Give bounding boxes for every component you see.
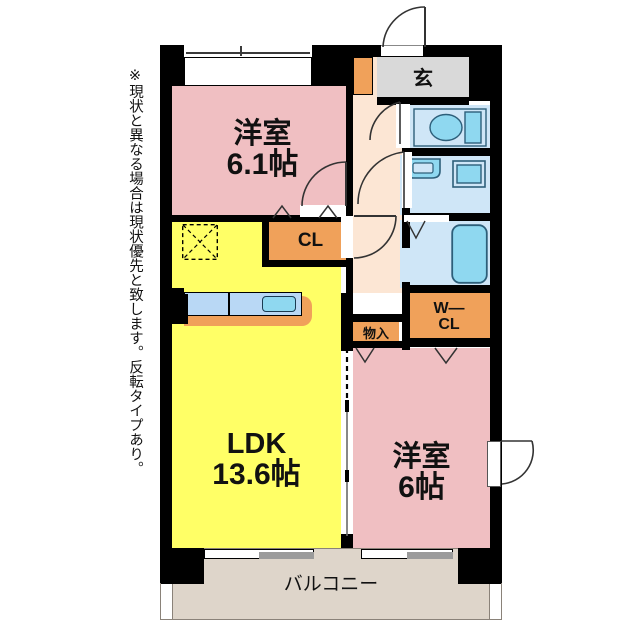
wall-walkin-closet-left xyxy=(402,293,409,346)
storage-closet: 物入 xyxy=(353,322,399,344)
bay-window-rail xyxy=(186,52,310,54)
balcony-outline-left xyxy=(160,583,161,620)
room-bedroom-upper: 洋室 6.1帖 xyxy=(172,85,353,215)
room-ldk: LDK 13.6帖 xyxy=(172,222,341,548)
wall-bedroom-upper-bottom xyxy=(160,215,353,222)
storage-closet-door-fold xyxy=(355,347,375,364)
room-name: 洋室 xyxy=(392,441,451,474)
wall-toilet-bottom xyxy=(402,148,502,156)
room-name: 洋室 xyxy=(233,118,292,151)
wall-closet-cl-bottom xyxy=(262,260,353,267)
stove-block xyxy=(172,294,188,324)
kitchen-sink-icon xyxy=(262,296,296,312)
bathroom-door-fold xyxy=(406,220,426,240)
washroom-door-swing xyxy=(356,150,406,210)
ldk-door-swing xyxy=(352,214,398,262)
wall-outer-left xyxy=(160,45,172,560)
balcony: バルコニー xyxy=(172,548,490,620)
toilet-icon xyxy=(413,108,487,147)
wall-outer-top-bay-right xyxy=(312,45,353,86)
kitchen-counter-divider xyxy=(228,292,230,316)
wall-balcony-right xyxy=(458,548,502,584)
bedroom-lower-door-swing xyxy=(500,438,535,490)
room-size: 6帖 xyxy=(398,471,445,505)
wall-kitchen-nub xyxy=(160,288,184,298)
wash-basin-icon xyxy=(404,158,442,180)
bathroom-door-opening[interactable] xyxy=(404,215,449,222)
wall-ldk-bedroom-divider xyxy=(341,293,353,351)
closet-cl-door-fold-right xyxy=(318,204,338,219)
sliding-window-bedroom-panel xyxy=(407,552,453,559)
room-bedroom-lower: 洋室 6帖 xyxy=(353,348,490,548)
sliding-partition-ldk-bedroom xyxy=(345,348,349,536)
wall-storage-bottom xyxy=(346,341,402,348)
entrance-tile: 玄 xyxy=(377,57,469,101)
wall-outer-top-left xyxy=(160,45,184,86)
room-label-bedroom-upper: 洋室 6.1帖 xyxy=(227,119,299,181)
wall-storage-top xyxy=(346,314,402,322)
room-size: 13.6帖 xyxy=(212,458,301,492)
closet-cl-label: CL xyxy=(297,230,324,251)
closet-cl: CL xyxy=(268,221,353,260)
entrance-door-opening[interactable] xyxy=(381,45,423,57)
wall-washroom-bottom xyxy=(402,213,502,221)
walkin-closet-label: W— CL xyxy=(433,299,465,333)
room-name: LDK xyxy=(226,428,287,461)
disclaimer-note: ※現状と異なる場合は現状優先と致します。反転タイプあり。 xyxy=(127,68,143,476)
pillar-icon xyxy=(181,223,218,260)
walkin-closet: W— CL xyxy=(408,293,490,340)
storage-closet-label: 物入 xyxy=(362,325,389,341)
balcony-outline-bottom xyxy=(160,619,502,620)
room-label-bedroom-lower: 洋室 6帖 xyxy=(392,442,450,504)
walkin-closet-door-fold xyxy=(434,347,458,365)
bedroom-upper-door-swing xyxy=(298,160,348,208)
wall-walkin-closet-bottom xyxy=(402,338,502,347)
ldk-door-opening[interactable] xyxy=(341,216,353,258)
wall-hallway-left-upper xyxy=(346,86,353,217)
shoe-box xyxy=(353,57,373,95)
entrance-door-swing xyxy=(379,3,427,48)
wall-bathroom-bottom xyxy=(402,285,502,293)
entrance-label: 玄 xyxy=(413,68,433,90)
washing-machine-icon xyxy=(452,160,486,188)
washroom-door-opening[interactable] xyxy=(402,152,412,208)
bay-window-rail-tick xyxy=(240,46,242,56)
closet-cl-door-fold-left xyxy=(272,204,292,219)
bay-window-nook-upper xyxy=(184,57,312,86)
wall-outer-right xyxy=(490,45,502,560)
room-label-ldk: LDK 13.6帖 xyxy=(212,429,300,491)
balcony-outline-right xyxy=(501,583,502,620)
walkin-closet-label-line1: W— xyxy=(433,299,465,317)
wall-entrance-bottom xyxy=(377,97,469,105)
wall-hallway-right-washroom xyxy=(402,208,410,248)
balcony-label: バルコニー xyxy=(283,573,379,595)
wall-outer-top-right-block xyxy=(469,45,502,101)
walkin-closet-label-line2: CL xyxy=(438,315,460,333)
wall-balcony-left xyxy=(160,548,204,584)
bathtub-icon xyxy=(451,224,488,284)
bedroom-lower-door-opening[interactable] xyxy=(487,441,501,487)
toilet-door-swing xyxy=(368,100,402,146)
wall-closet-cl-left xyxy=(262,215,269,267)
room-size: 6.1帖 xyxy=(226,148,299,182)
sliding-window-ldk-panel xyxy=(259,552,314,559)
